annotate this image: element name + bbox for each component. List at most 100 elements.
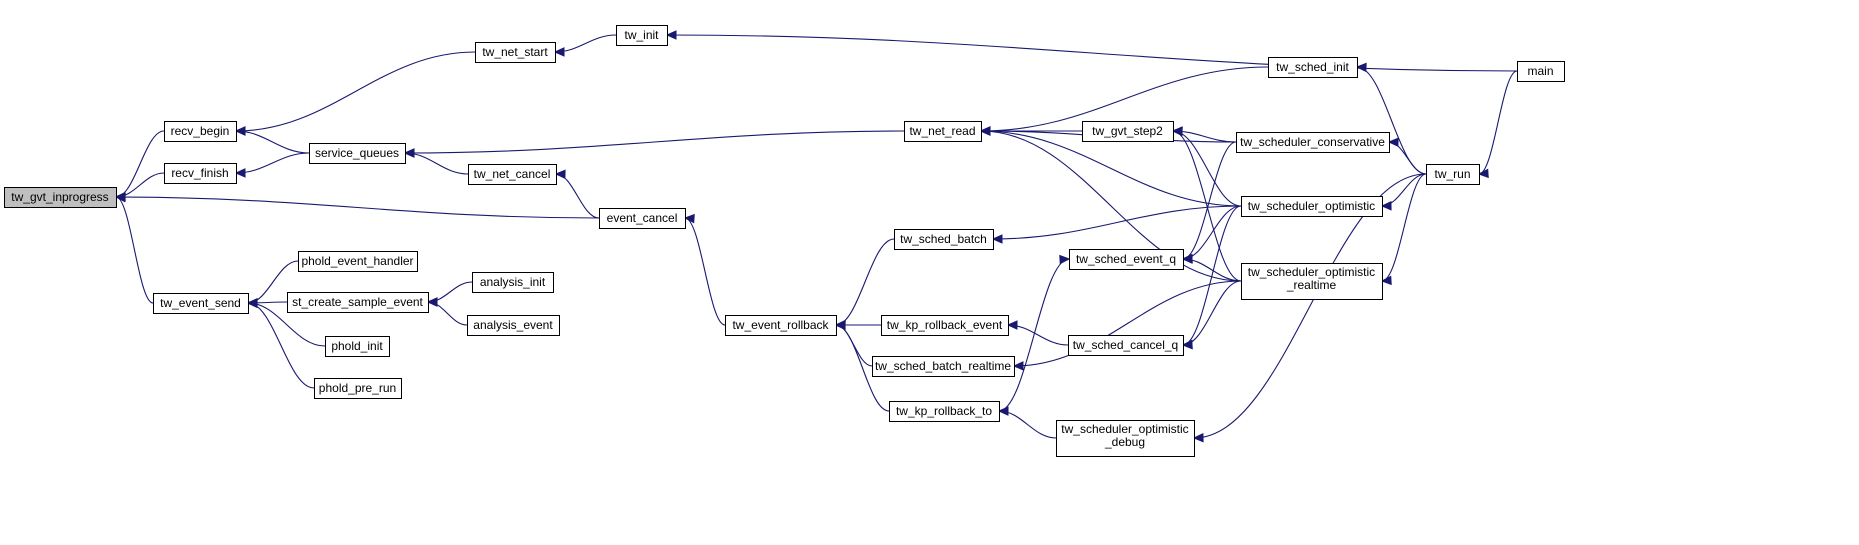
node-box <box>881 315 1009 336</box>
edge-service-queues-to-recv-finish <box>235 152 310 174</box>
node-phold-init[interactable]: phold_init <box>325 336 390 357</box>
edge-analysis-event-to-st-create-sample-event <box>427 301 468 326</box>
node-label: phold_init <box>331 339 383 353</box>
arrowhead-icon <box>554 169 566 180</box>
node-box <box>1241 263 1383 300</box>
node-box <box>287 292 429 313</box>
arrowhead-icon <box>426 297 438 307</box>
node-label: analysis_event <box>473 318 553 332</box>
edge-main-to-tw-init <box>666 34 1518 72</box>
node-box <box>1068 335 1184 356</box>
node-label: main <box>1527 64 1553 78</box>
node-label: tw_sched_batch <box>900 232 987 246</box>
node-st-create-sample-event[interactable]: st_create_sample_event <box>287 292 429 313</box>
node-tw-event-send[interactable]: tw_event_send <box>153 293 249 314</box>
arrowhead-icon <box>991 234 1003 244</box>
node-event-cancel[interactable]: event_cancel <box>599 208 686 229</box>
node-tw-scheduler-optimistic-realtime[interactable]: tw_scheduler_optimistic_realtime <box>1241 263 1383 300</box>
node-service-queues[interactable]: service_queues <box>309 143 406 164</box>
node-phold-event-handler[interactable]: phold_event_handler <box>298 251 418 272</box>
node-label: event_cancel <box>607 211 678 225</box>
node-box <box>325 336 390 357</box>
node-tw-sched-init[interactable]: tw_sched_init <box>1268 57 1358 78</box>
node-tw-gvt-step2[interactable]: tw_gvt_step2 <box>1082 121 1174 142</box>
arrowhead-icon <box>1192 432 1204 443</box>
node-tw-init[interactable]: tw_init <box>616 25 668 46</box>
node-tw-scheduler-optimistic[interactable]: tw_scheduler_optimistic <box>1241 196 1383 217</box>
node-tw-kp-rollback-event[interactable]: tw_kp_rollback_event <box>881 315 1009 336</box>
edge-phold-pre-run-to-tw-event-send <box>247 302 315 389</box>
arrowhead-icon <box>997 406 1009 416</box>
node-label: recv_begin <box>171 124 230 138</box>
arrowhead-icon <box>1477 168 1489 179</box>
arrowhead-icon <box>1171 126 1183 137</box>
node-label: st_create_sample_event <box>292 295 423 309</box>
edge-tw-net-start-to-recv-begin <box>235 51 476 132</box>
node-tw-sched-batch[interactable]: tw_sched_batch <box>894 229 994 250</box>
node-box <box>1056 420 1195 457</box>
node-recv-finish[interactable]: recv_finish <box>164 163 237 184</box>
node-box <box>1069 249 1184 270</box>
node-label: tw_init <box>624 28 659 42</box>
node-box <box>4 187 117 208</box>
edge-tw-run-to-tw-scheduler-optimistic-debug <box>1193 173 1427 439</box>
node-label: tw_event_rollback <box>732 318 829 332</box>
node-label: tw_gvt_inprogress <box>11 190 108 204</box>
node-label: tw_scheduler_optimistic <box>1061 422 1188 436</box>
arrowhead-icon <box>234 126 246 136</box>
edge-tw-sched-batch-to-tw-event-rollback <box>835 238 895 326</box>
arrowhead-icon <box>1012 361 1024 371</box>
node-main[interactable]: main <box>1517 61 1565 82</box>
node-box <box>298 251 418 272</box>
node-box <box>1426 164 1480 185</box>
node-tw-run[interactable]: tw_run <box>1426 164 1480 185</box>
node-label: tw_run <box>1434 167 1470 181</box>
node-tw-sched-event-q[interactable]: tw_sched_event_q <box>1069 249 1184 270</box>
edges-layer <box>114 30 1518 443</box>
node-analysis-init[interactable]: analysis_init <box>472 272 554 293</box>
node-label: tw_event_send <box>160 296 241 310</box>
node-tw-scheduler-conservative[interactable]: tw_scheduler_conservative <box>1236 132 1390 153</box>
node-box <box>1268 57 1358 78</box>
node-label: tw_sched_cancel_q <box>1073 338 1178 352</box>
node-label: tw_scheduler_conservative <box>1240 135 1385 149</box>
node-tw-scheduler-optimistic-debug[interactable]: tw_scheduler_optimistic_debug <box>1056 420 1195 457</box>
node-tw-net-start[interactable]: tw_net_start <box>475 42 556 63</box>
node-label: analysis_init <box>480 275 546 289</box>
arrowhead-icon <box>1355 62 1367 73</box>
node-box <box>725 315 837 336</box>
edge-main-to-tw-run <box>1478 70 1518 175</box>
node-recv-begin[interactable]: recv_begin <box>164 121 237 142</box>
node-label: tw_net_read <box>909 124 975 138</box>
arrowhead-icon <box>1387 137 1399 147</box>
node-box <box>467 315 560 336</box>
node-tw-sched-batch-realtime[interactable]: tw_sched_batch_realtime <box>872 356 1015 377</box>
node-tw-gvt-inprogress[interactable]: tw_gvt_inprogress <box>4 187 117 208</box>
node-label: service_queues <box>315 146 399 160</box>
node-box <box>468 164 557 185</box>
node-tw-net-cancel[interactable]: tw_net_cancel <box>468 164 557 185</box>
edge-tw-scheduler-optimistic-realtime-to-tw-net-read <box>980 130 1242 282</box>
edge-tw-event-rollback-to-event-cancel <box>684 217 726 326</box>
node-label: tw_scheduler_optimistic <box>1248 199 1375 213</box>
node-analysis-event[interactable]: analysis_event <box>467 315 560 336</box>
node-label: _debug <box>1104 435 1145 449</box>
node-label: tw_net_start <box>482 45 548 59</box>
node-tw-kp-rollback-to[interactable]: tw_kp_rollback_to <box>889 401 1000 422</box>
node-box <box>475 42 556 63</box>
edge-tw-kp-rollback-to-to-tw-sched-event-q <box>998 258 1070 412</box>
node-box <box>616 25 668 46</box>
node-box <box>472 272 554 293</box>
edge-tw-event-send-to-tw-gvt-inprogress <box>115 196 154 304</box>
node-tw-event-rollback[interactable]: tw_event_rollback <box>725 315 837 336</box>
edge-tw-net-read-to-service-queues <box>404 130 905 154</box>
node-tw-net-read[interactable]: tw_net_read <box>904 121 982 142</box>
node-tw-sched-cancel-q[interactable]: tw_sched_cancel_q <box>1068 335 1184 356</box>
edge-event-cancel-to-tw-net-cancel <box>555 173 600 219</box>
node-phold-pre-run[interactable]: phold_pre_run <box>314 378 402 399</box>
edge-tw-run-to-tw-scheduler-conservative <box>1388 141 1427 175</box>
node-box <box>164 163 237 184</box>
node-label: _realtime <box>1286 278 1337 292</box>
nodes-layer: tw_gvt_inprogressrecv_beginrecv_finishtw… <box>4 25 1565 457</box>
